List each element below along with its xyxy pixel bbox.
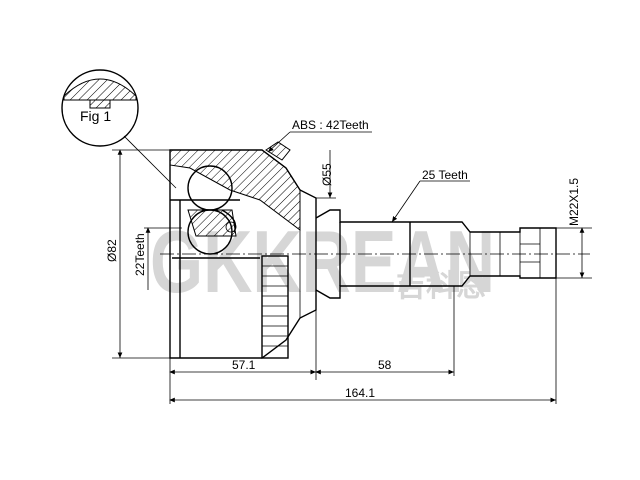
seal-diameter-label: Ø55 [320,163,334,186]
stem-length-label: 58 [378,358,392,372]
inner-spline-label: 22Teeth [133,233,147,276]
outer-spline-label: 25 Teeth [422,168,468,182]
dim-inner-spline: 22Teeth [133,227,182,290]
inner-ball-cage [187,165,237,255]
abs-annotation: ABS : 42Teeth [267,118,372,153]
fig1-label: Fig 1 [80,108,111,124]
outer-spline-annotation: 25 Teeth [391,168,470,223]
fig1-detail: Fig 1 [61,69,177,189]
total-length-label: 164.1 [345,386,375,400]
bell-length-label: 57.1 [232,358,256,372]
abs-teeth-label: ABS : 42Teeth [292,118,369,132]
dim-seal-diameter: Ø55 [316,150,336,199]
dim-horizontal: 57.1 58 164.1 [169,278,557,404]
dim-thread: M22X1.5 [556,178,592,279]
outer-bell-housing [169,149,317,359]
abs-ring [261,255,289,359]
stem-shaft [315,209,557,299]
thread-label: M22X1.5 [567,178,581,226]
dim-outer-diameter: Ø82 [105,149,172,359]
outer-diameter-label: Ø82 [105,239,119,262]
